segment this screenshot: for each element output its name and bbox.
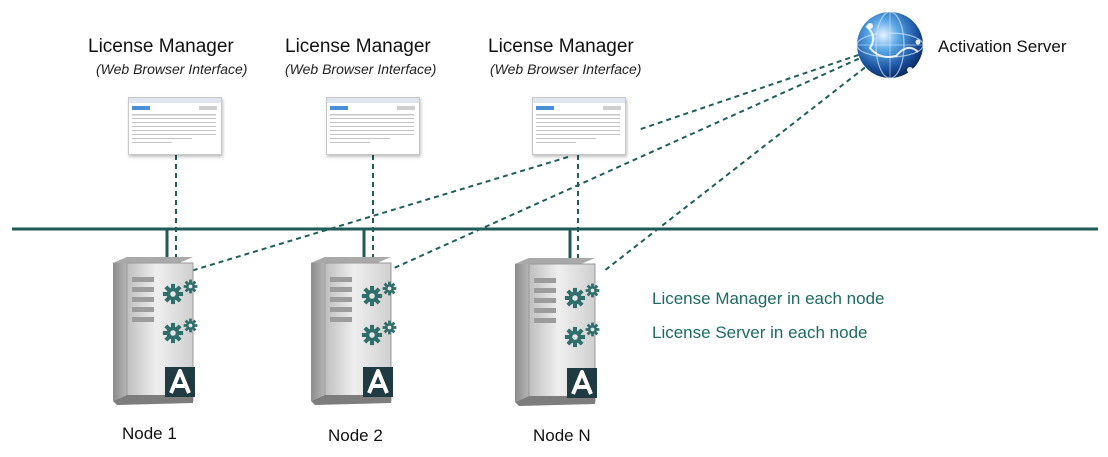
manager-subtitle-3: (Web Browser Interface) [490, 61, 642, 77]
globe-icon [856, 11, 924, 79]
node-label-2: Node 2 [328, 426, 383, 445]
node-label-n: Node N [533, 426, 591, 445]
node-label-1: Node 1 [122, 424, 177, 443]
legend-license-server: License Server in each node [652, 323, 868, 342]
browser-window-icon [128, 97, 222, 155]
manager-subtitle-2: (Web Browser Interface) [285, 61, 437, 77]
legend-license-manager: License Manager in each node [652, 289, 885, 308]
activation-links [183, 51, 873, 274]
activation-server-label: Activation Server [938, 37, 1067, 56]
browser-window-icon [326, 97, 420, 155]
manager-title-2: License Manager [285, 36, 431, 57]
server-node-1 [113, 257, 198, 405]
manager-title-3: License Manager [488, 36, 634, 57]
manager-subtitle-1: (Web Browser Interface) [96, 61, 248, 77]
node-connectors [165, 229, 572, 262]
server-node-n [515, 258, 600, 406]
browser-window-icon [532, 97, 626, 155]
server-node-2 [311, 257, 397, 405]
manager-title-1: License Manager [88, 36, 234, 57]
